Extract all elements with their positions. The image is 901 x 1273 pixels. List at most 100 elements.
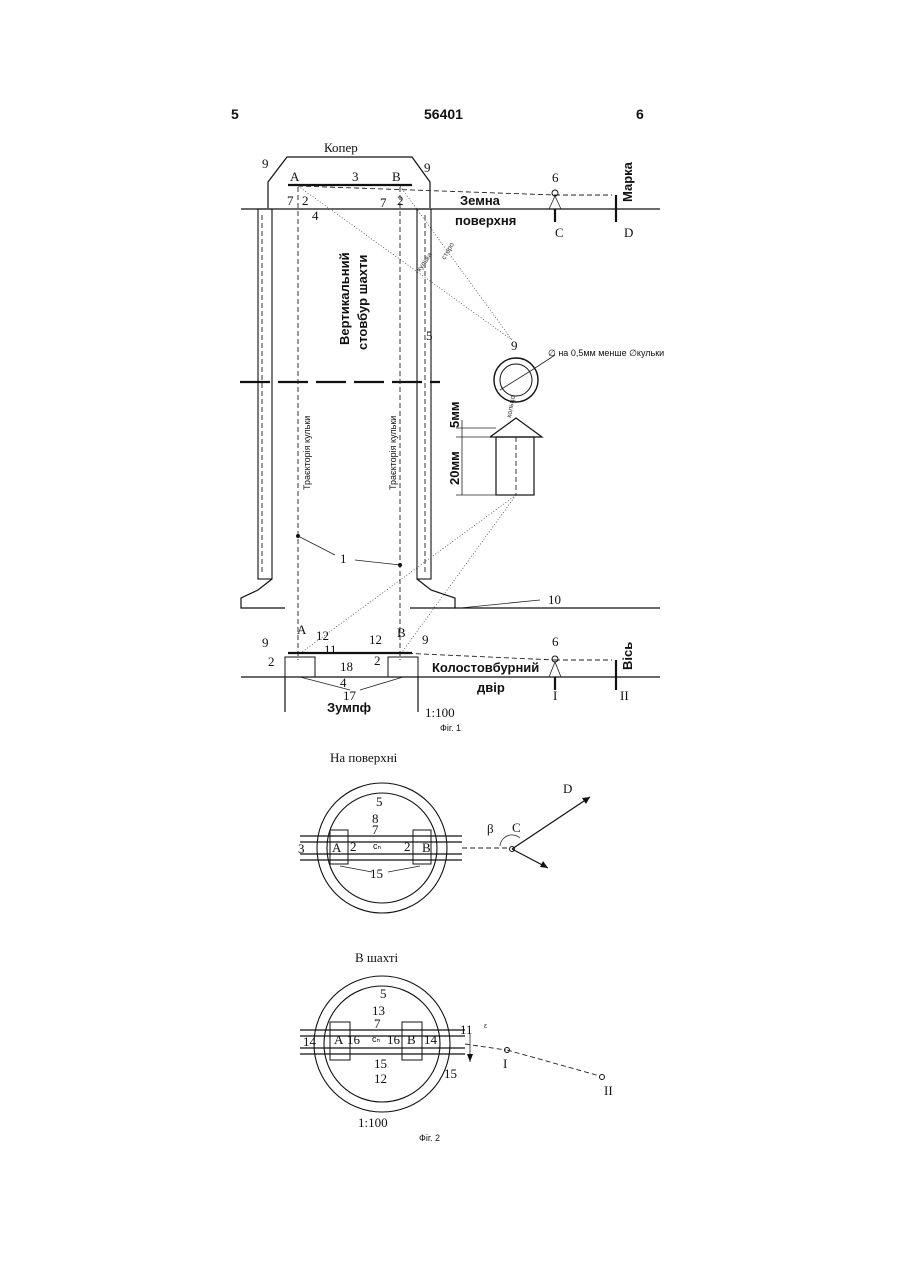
fig2-c: cₙ: [373, 841, 382, 851]
fig2-surface: На поверхні A B 2 2 cₙ 5 8 7 3 15 β C D: [298, 750, 590, 913]
shaft-wall-left: [258, 209, 272, 579]
label-5: 5: [426, 328, 433, 343]
fig2-15b: 15: [374, 1056, 387, 1071]
fig2-scale: 1:100: [358, 1115, 388, 1130]
guide-line-3: [298, 495, 516, 655]
fig2-I: I: [503, 1056, 507, 1071]
shaft-bottom-right: [410, 579, 455, 608]
fig2-5b: 5: [380, 986, 387, 1001]
axis-label: Вісь: [620, 642, 635, 670]
shaft-circle-inner: [327, 793, 437, 903]
leader-1a: [298, 536, 335, 555]
fig1-caption: Фіг. 1: [440, 723, 461, 733]
fig2-B2: B: [407, 1032, 416, 1047]
label-9a: 9: [262, 156, 269, 171]
fig2-2a: 2: [350, 839, 357, 854]
point-D: D: [624, 225, 633, 240]
trajectory-text-right: Траєкторія кульки: [388, 416, 398, 490]
station-II: [600, 1075, 605, 1080]
shaft-label-1: Вертикальний: [337, 252, 352, 345]
fig2-5: 5: [376, 794, 383, 809]
fig2-15: 15: [370, 866, 383, 881]
label-9b: 9: [424, 160, 431, 175]
zumpf-label: Зумпф: [327, 700, 371, 715]
leader-15a: [340, 866, 372, 872]
arrow-D: [582, 797, 590, 804]
koper-label: Копер: [324, 140, 358, 155]
surface-label-1: Земна: [460, 193, 501, 208]
label-6-top: 6: [552, 170, 559, 185]
label-7a: 7: [287, 193, 294, 208]
fig2-C: C: [512, 820, 521, 835]
zumpf-block-right: [388, 657, 418, 677]
holder-body: [496, 437, 534, 495]
small-kolco: кольцо: [506, 395, 517, 418]
holder-top: [490, 418, 542, 437]
label-4a: 4: [312, 208, 319, 223]
fig2-7b: 7: [374, 1016, 381, 1031]
leader-17b: [360, 677, 403, 690]
label-12b: 12: [369, 632, 382, 647]
fig1-scale: 1:100: [425, 705, 455, 720]
label-10: 10: [548, 592, 561, 607]
label-7b: 7: [380, 195, 387, 210]
angle-arrow: [467, 1054, 473, 1062]
point-II: II: [620, 688, 629, 703]
sight-line-top: [298, 186, 555, 195]
point-A-bottom: A: [297, 622, 307, 637]
point-B-bottom: B: [397, 625, 406, 640]
fig2-15c: 15: [444, 1066, 457, 1081]
fig2-14a: 14: [303, 1034, 317, 1049]
fig2-16b: 16: [387, 1032, 401, 1047]
label-6-bottom: 6: [552, 634, 559, 649]
point-I: I: [553, 688, 557, 703]
direction-D: [512, 797, 590, 849]
small-stor: сторо: [441, 242, 456, 261]
shaft-label-2: стовбур шахти: [355, 255, 370, 350]
point-B-top: B: [392, 169, 401, 184]
point-C: C: [555, 225, 564, 240]
fig2-beta: β: [487, 821, 494, 836]
label-18: 18: [340, 659, 353, 674]
ball-diameter-label: ∅ на 0,5мм менше ∅кульки: [548, 348, 664, 358]
label-2a: 2: [302, 193, 309, 208]
label-1: 1: [340, 551, 347, 566]
fig2-shaft: В шахті A B 16 16 cₙ 14 14 5 13 7 15 12 …: [300, 950, 613, 1143]
fig2-11: 11: [460, 1022, 473, 1037]
label-2d: 2: [374, 653, 381, 668]
fig2-A2: A: [334, 1032, 344, 1047]
label-3: 3: [352, 169, 359, 184]
fig1: Копер Траєкторія кульки Траєкторія кульк…: [240, 140, 664, 733]
dim-20mm: 20мм: [447, 451, 462, 485]
angle-beta: [500, 835, 520, 846]
fig2-16a: 16: [347, 1032, 361, 1047]
marka-label: Марка: [620, 161, 635, 202]
trajectory-text-left: Траєкторія кульки: [302, 416, 312, 490]
label-12a: 12: [316, 628, 329, 643]
fig2-caption: Фіг. 2: [419, 1133, 440, 1143]
fig2-bottom-title: В шахті: [355, 950, 399, 965]
fig2-A: A: [332, 840, 342, 855]
fig2-12: 12: [374, 1071, 387, 1086]
leader-15b: [388, 866, 420, 872]
fig2-D: D: [563, 781, 572, 796]
fig2-c2: cₙ: [372, 1034, 381, 1044]
shaft-bottom-left: [241, 579, 285, 608]
label-9d: 9: [422, 632, 429, 647]
fig2-3: 3: [298, 841, 305, 856]
leader-1b: [355, 560, 400, 565]
ball-diameter: [500, 370, 532, 390]
fig2-2b: 2: [404, 839, 411, 854]
fig2-II: II: [604, 1083, 613, 1098]
dim-5mm: 5мм: [447, 402, 462, 428]
fig2-top-title: На поверхні: [330, 750, 398, 765]
label-9-detail: 9: [511, 338, 518, 353]
label-9c: 9: [262, 635, 269, 650]
label-2c: 2: [268, 654, 275, 669]
kolosto-label-2: двір: [477, 680, 505, 695]
label-11: 11: [324, 642, 337, 657]
fig2-sight2: [465, 1044, 506, 1050]
label-2b: 2: [397, 193, 404, 208]
point-A-top: A: [290, 169, 300, 184]
